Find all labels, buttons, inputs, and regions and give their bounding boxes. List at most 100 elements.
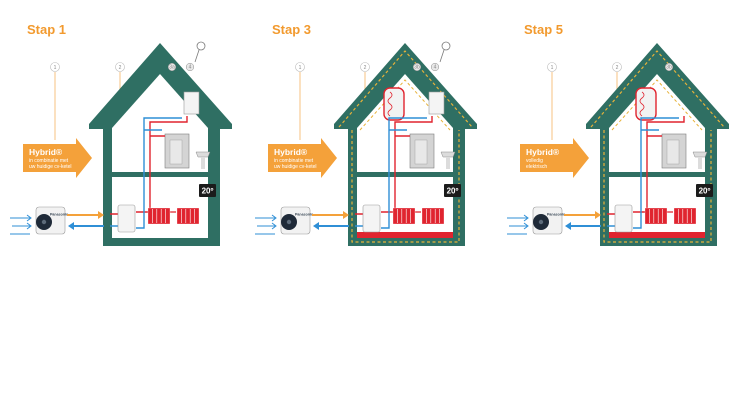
hybrid-subtitle-2: elektrisch bbox=[526, 164, 547, 170]
floor-heating bbox=[609, 232, 705, 238]
marker-circle bbox=[295, 62, 305, 72]
hybrid-title: Hybrid® bbox=[526, 147, 560, 157]
thermostat-temperature: 20º bbox=[202, 187, 214, 196]
wind-lines bbox=[10, 217, 30, 235]
roof-insulation bbox=[590, 50, 725, 128]
inner-insulation bbox=[611, 79, 703, 131]
marker-circle bbox=[115, 62, 125, 72]
house-interior bbox=[112, 74, 208, 238]
radiator bbox=[421, 207, 445, 225]
thermostat bbox=[696, 184, 713, 197]
hot-water-cylinder bbox=[635, 87, 657, 121]
hybrid-subtitle-2: uw huidige cv-ketel bbox=[29, 164, 72, 170]
sink-pedestal bbox=[201, 157, 205, 169]
wind-arrows bbox=[523, 214, 529, 230]
roof-insulation bbox=[338, 50, 473, 128]
flow-out-arrowhead bbox=[98, 211, 104, 219]
marker-label: 4 bbox=[189, 65, 192, 71]
sink bbox=[195, 151, 211, 158]
marker-circle bbox=[50, 62, 60, 72]
sink bbox=[440, 151, 456, 158]
house-interior bbox=[357, 74, 453, 238]
hybrid-arrow bbox=[268, 138, 337, 178]
sink-pedestal bbox=[698, 157, 702, 169]
hybrid-title: Hybrid® bbox=[29, 147, 63, 157]
marker-label: 1 bbox=[551, 65, 554, 71]
wind-lines bbox=[507, 217, 527, 235]
indoor-unit bbox=[117, 204, 136, 233]
floor-heating bbox=[357, 232, 453, 238]
thermostat bbox=[199, 184, 216, 197]
radiator bbox=[147, 207, 171, 225]
brand-plate bbox=[299, 213, 309, 215]
hybrid-arrow bbox=[23, 138, 92, 178]
hybrid-arrow bbox=[520, 138, 589, 178]
return-pipe bbox=[110, 117, 182, 229]
marker-circle bbox=[185, 62, 195, 72]
house-interior bbox=[609, 74, 705, 238]
floor-divider bbox=[357, 172, 453, 177]
return-pipe bbox=[607, 117, 679, 229]
step-title: Stap 5 bbox=[524, 22, 564, 37]
flow-in-arrowhead bbox=[68, 222, 74, 230]
thermostat-temperature: 20º bbox=[447, 187, 459, 196]
marker-label: 1 bbox=[54, 65, 57, 71]
sink bbox=[692, 151, 708, 158]
key-icon bbox=[441, 41, 451, 51]
hot-pipe bbox=[110, 116, 188, 215]
wind-lines bbox=[255, 217, 275, 235]
indoor-unit bbox=[362, 204, 381, 233]
marker-label: 3b bbox=[414, 65, 420, 71]
flow-in-arrowhead bbox=[565, 222, 571, 230]
sink-pedestal bbox=[446, 157, 450, 169]
outdoor-fan-hub bbox=[538, 219, 544, 225]
brand-label: Panasonic bbox=[50, 212, 68, 216]
shower-door bbox=[666, 139, 680, 165]
key-icon bbox=[196, 41, 206, 51]
radiator bbox=[644, 207, 668, 225]
hybrid-subtitle-1: in combinatie met bbox=[29, 158, 69, 164]
hot-water-cylinder bbox=[383, 87, 405, 121]
hot-pipe bbox=[607, 116, 685, 215]
marker-circle bbox=[430, 62, 440, 72]
marker-label: 4 bbox=[434, 65, 437, 71]
shower-door bbox=[414, 139, 428, 165]
outdoor-fan-hub bbox=[41, 219, 47, 225]
radiator bbox=[176, 207, 200, 225]
cylinder-coil bbox=[639, 91, 645, 117]
marker-label: 1 bbox=[299, 65, 302, 71]
marker-circle bbox=[664, 62, 674, 72]
marker-circle bbox=[612, 62, 622, 72]
brand-label: Panasonic bbox=[295, 212, 313, 216]
key-icon-stem bbox=[194, 49, 200, 63]
floor-divider bbox=[112, 172, 208, 177]
marker-label: 3b bbox=[666, 65, 672, 71]
flow-out-arrowhead bbox=[343, 211, 349, 219]
key-icon-stem bbox=[439, 49, 445, 63]
marker-label: 2 bbox=[364, 65, 367, 71]
cv-boiler bbox=[183, 91, 200, 115]
hybrid-subtitle-1: volledig bbox=[526, 158, 543, 164]
wind-arrows bbox=[26, 214, 32, 230]
shower-door bbox=[169, 139, 183, 165]
marker-circle bbox=[412, 62, 422, 72]
step-title: Stap 1 bbox=[27, 22, 67, 37]
marker-circle bbox=[167, 62, 177, 72]
brand-plate bbox=[551, 213, 561, 215]
floor-divider bbox=[609, 172, 705, 177]
marker-label: 2 bbox=[616, 65, 619, 71]
marker-label: 3a bbox=[169, 65, 175, 71]
marker-label: 2 bbox=[119, 65, 122, 71]
indoor-unit bbox=[614, 204, 633, 233]
cylinder-coil bbox=[387, 91, 393, 117]
brand-label: Panasonic bbox=[547, 212, 565, 216]
radiator bbox=[673, 207, 697, 225]
wind-arrows bbox=[271, 214, 277, 230]
marker-circle bbox=[360, 62, 370, 72]
step-title: Stap 3 bbox=[272, 22, 312, 37]
marker-circle bbox=[547, 62, 557, 72]
brand-plate bbox=[54, 213, 64, 215]
